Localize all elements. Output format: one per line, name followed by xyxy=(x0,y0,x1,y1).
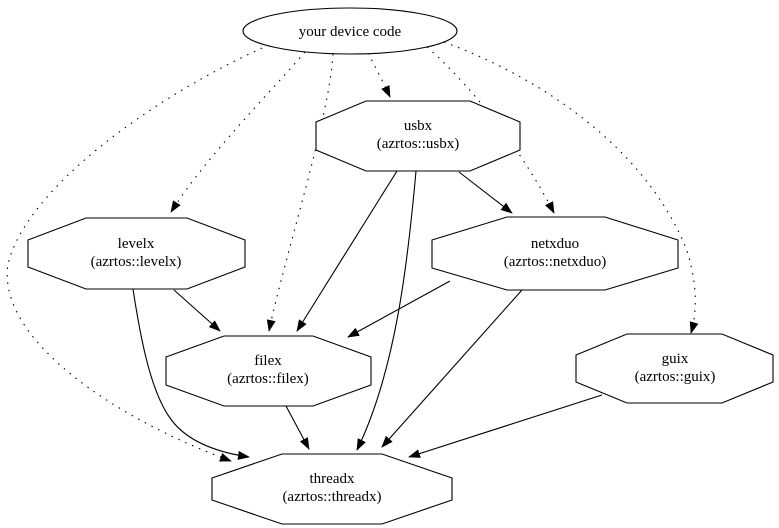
edge-usbx-filex xyxy=(296,170,398,332)
node-filex-sublabel: (azrtos::filex) xyxy=(227,371,309,387)
node-netxduo: netxduo (azrtos::netxduo) xyxy=(431,216,679,291)
node-threadx-shape xyxy=(211,453,453,525)
edge-levelx-threadx xyxy=(132,288,250,460)
nodes-layer: your device code usbx (azrtos::usbx) lev… xyxy=(27,7,774,525)
edge-device_code-usbx xyxy=(367,52,391,98)
node-levelx-shape xyxy=(27,217,246,290)
edge-filex-threadx xyxy=(285,405,310,450)
node-usbx-label: usbx xyxy=(404,118,433,134)
node-your-device-code: your device code xyxy=(242,7,458,55)
edge-netxduo-threadx xyxy=(381,289,523,448)
edge-guix-threadx xyxy=(408,394,603,458)
node-filex: filex (azrtos::filex) xyxy=(165,335,372,407)
edge-device_code-threadx xyxy=(6,47,263,462)
edge-levelx-filex xyxy=(173,289,221,332)
node-levelx: levelx (azrtos::levelx) xyxy=(27,217,246,290)
edge-usbx-netxduo xyxy=(458,171,513,214)
node-your-device-code-shape xyxy=(242,7,458,55)
node-netxduo-label: netxduo xyxy=(531,236,579,252)
edge-usbx-threadx xyxy=(356,170,417,451)
edge-netxduo-filex xyxy=(347,280,451,338)
node-threadx-label: threadx xyxy=(310,471,355,487)
node-levelx-label: levelx xyxy=(118,236,155,252)
node-guix-sublabel: (azrtos::guix) xyxy=(635,369,716,385)
node-levelx-sublabel: (azrtos::levelx) xyxy=(91,254,182,270)
node-usbx-sublabel: (azrtos::usbx) xyxy=(377,136,459,152)
node-guix-shape xyxy=(575,333,774,404)
node-filex-shape xyxy=(165,335,372,407)
node-threadx: threadx (azrtos::threadx) xyxy=(211,453,453,525)
node-filex-label: filex xyxy=(254,353,282,369)
node-guix: guix (azrtos::guix) xyxy=(575,333,774,404)
node-usbx-shape xyxy=(315,100,521,172)
node-your-device-code-label: your device code xyxy=(299,24,402,40)
edge-device_code-levelx xyxy=(170,51,306,213)
node-threadx-sublabel: (azrtos::threadx) xyxy=(282,489,381,505)
node-usbx: usbx (azrtos::usbx) xyxy=(315,100,521,172)
edges-layer xyxy=(6,41,699,462)
node-netxduo-shape xyxy=(431,216,679,291)
node-netxduo-sublabel: (azrtos::netxduo) xyxy=(504,254,606,270)
node-guix-label: guix xyxy=(662,351,689,367)
